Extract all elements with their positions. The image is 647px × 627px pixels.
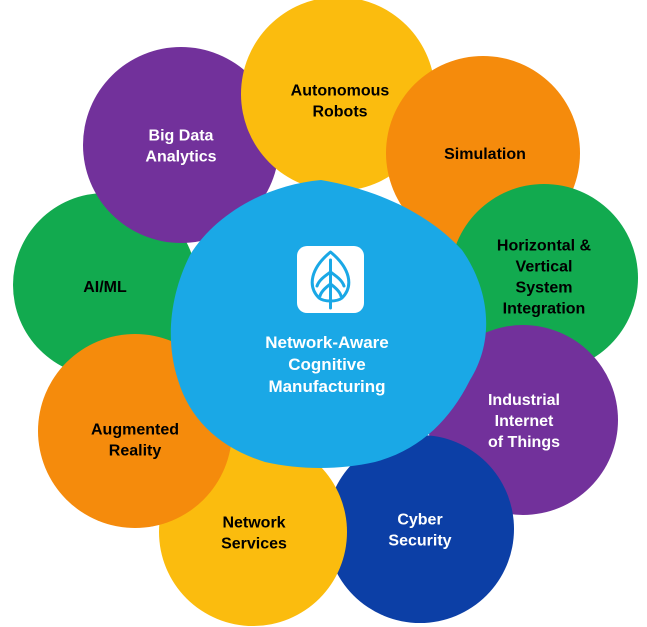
- cyber-security-circle: [326, 435, 514, 623]
- label-line: System: [516, 279, 573, 296]
- label-line: Horizontal &: [497, 237, 592, 254]
- label-line: Augmented: [91, 421, 179, 438]
- label-line: Cyber: [397, 511, 442, 528]
- label-line: Industrial: [488, 392, 560, 409]
- ai-ml-label: AI/ML: [83, 279, 127, 296]
- label-line: Vertical: [516, 258, 573, 275]
- label-line: AI/ML: [83, 279, 127, 296]
- simulation-label: Simulation: [444, 146, 526, 163]
- label-line: Analytics: [145, 148, 216, 165]
- center-hub: [170, 180, 487, 468]
- label-line: Integration: [503, 300, 586, 317]
- horizontal-vertical-circle: [450, 184, 638, 372]
- leaf-icon: [297, 246, 364, 313]
- autonomous-robots-circle: [241, 0, 435, 191]
- label-line: Security: [388, 532, 451, 549]
- center-title-line: Manufacturing: [268, 377, 385, 396]
- leaf-vein-upper: [315, 270, 346, 288]
- label-line: Services: [221, 535, 287, 552]
- label-line: Simulation: [444, 146, 526, 163]
- label-line: Robots: [312, 103, 367, 120]
- label-line: Reality: [109, 442, 162, 459]
- big-data-analytics-circle: [83, 47, 279, 243]
- leaf-vein-lower: [318, 282, 343, 298]
- label-line: of Things: [488, 434, 560, 451]
- center-title-line: Cognitive: [288, 355, 365, 374]
- center-title-line: Network-Aware: [265, 333, 388, 352]
- label-line: Internet: [495, 413, 554, 430]
- label-line: Autonomous: [291, 82, 390, 99]
- ai-ml-circle: [13, 193, 197, 377]
- label-line: Big Data: [149, 127, 214, 144]
- label-line: Network: [222, 514, 285, 531]
